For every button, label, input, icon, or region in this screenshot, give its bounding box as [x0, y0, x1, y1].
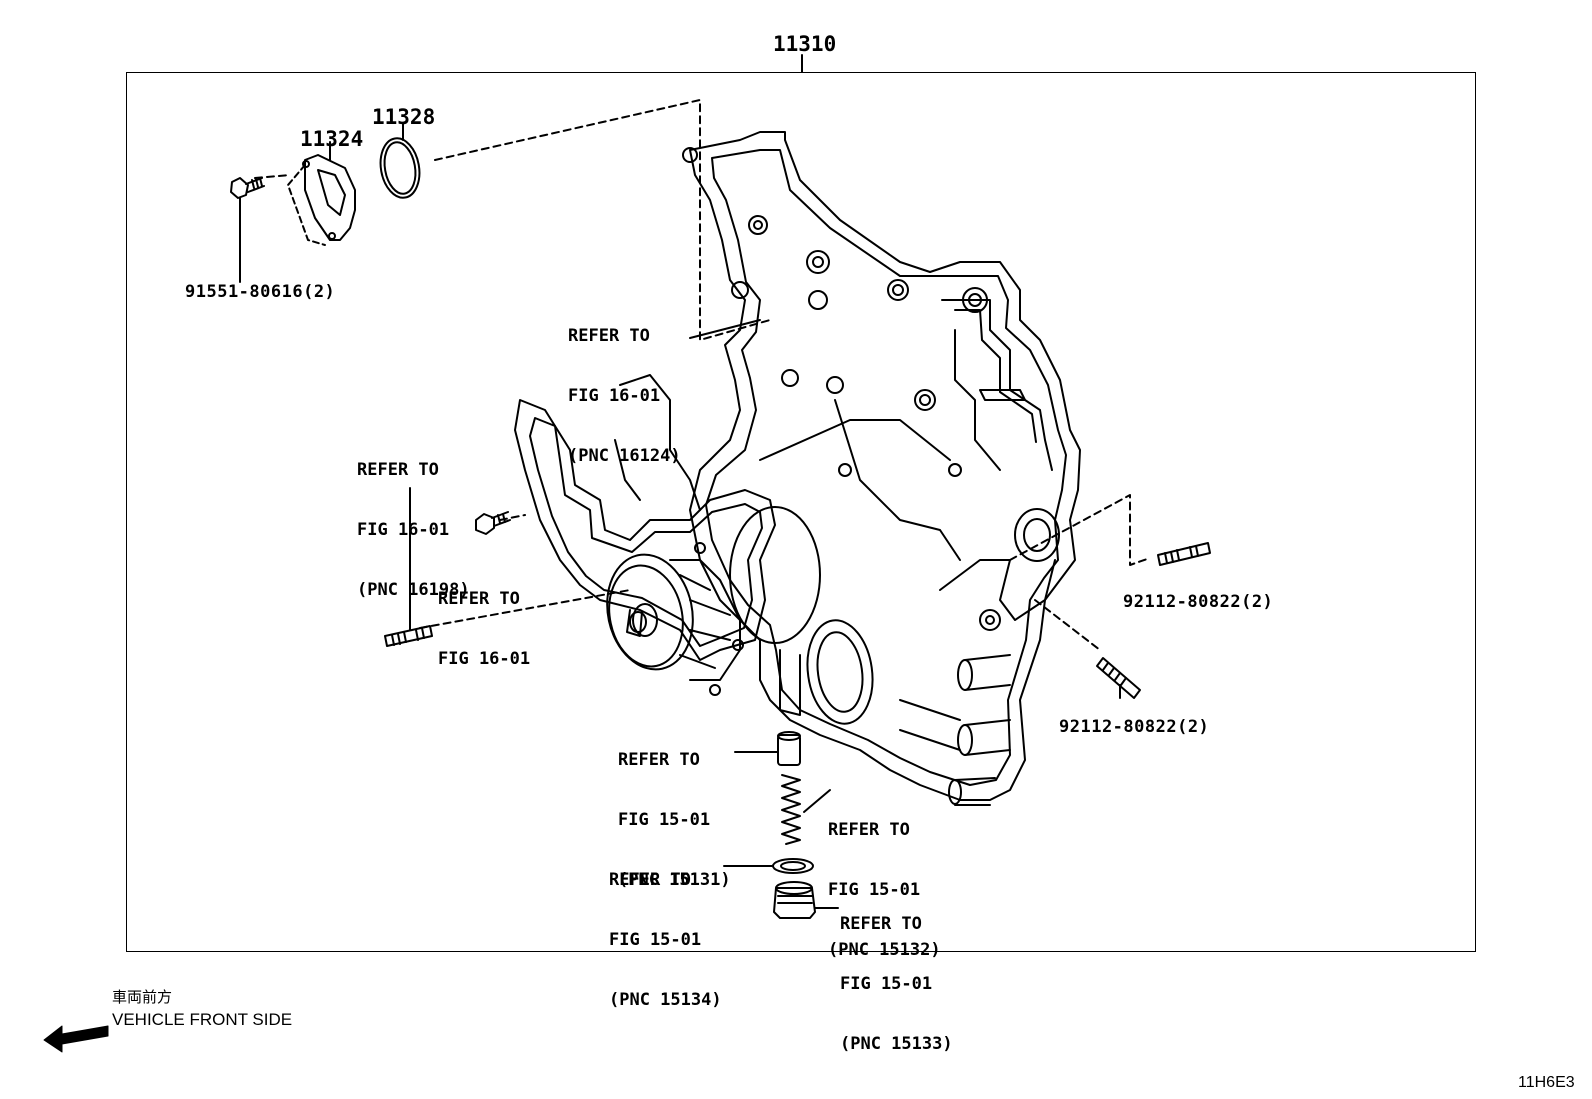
timing-cover: [682, 131, 1081, 806]
callout-line: REFER TO: [618, 750, 700, 770]
callout-pnc-16198: REFER TO FIG 16-01 (PNC 16198): [357, 420, 470, 620]
stud-lower-part-label: 92112-80822(2): [1059, 717, 1210, 737]
callout-line: FIG 16-01: [568, 386, 661, 406]
callout-line: (PNC 16124): [568, 446, 681, 466]
stud-lower: [1096, 657, 1141, 699]
front-direction-arrow-icon: [43, 1025, 109, 1053]
callout-line: FIG 15-01: [609, 930, 702, 950]
callout-line: REFER TO: [840, 914, 922, 934]
callout-line: REFER TO: [357, 460, 439, 480]
small-bolt: [475, 511, 511, 535]
callout-line: REFER TO: [828, 820, 910, 840]
figure-code: 11H6E3: [1518, 1074, 1575, 1091]
direction-label-en: VEHICLE FRONT SIDE: [112, 1010, 293, 1029]
diagram-frame: [126, 72, 1476, 952]
leader-16124: [689, 319, 761, 339]
callout-pnc-15132: REFER TO FIG 15-01 (PNC 15132): [828, 780, 941, 980]
callout-pnc-16124: REFER TO FIG 16-01 (PNC 16124): [568, 286, 681, 486]
callout-line: (PNC 15132): [828, 940, 941, 960]
stud-right-part-label: 92112-80822(2): [1123, 592, 1274, 612]
callout-line: FIG 16-01: [438, 649, 531, 669]
relief-valve-stack: [723, 731, 839, 919]
callout-line: (PNC 15131): [618, 870, 731, 890]
callout-line: FIG 15-01: [828, 880, 921, 900]
part-11324-label: 11324: [300, 127, 364, 151]
callout-line: FIG 16-01: [357, 520, 450, 540]
part-11324-plate: [287, 141, 356, 246]
stud-left: [384, 487, 433, 647]
callout-pnc-15133: REFER TO FIG 15-01 (PNC 15133): [840, 874, 953, 1074]
callout-line: FIG 15-01: [618, 810, 711, 830]
water-pump-gasket: [514, 374, 776, 661]
callout-line: FIG 15-01: [840, 974, 933, 994]
callout-line: (PNC 15133): [840, 1034, 953, 1054]
part-11328-label: 11328: [372, 105, 436, 129]
callout-line: (PNC 16198): [357, 580, 470, 600]
callout-pnc-15134: REFER TO FIG 15-01 (PNC 15134): [609, 830, 722, 1030]
bolt-91551: [230, 177, 265, 283]
water-pump: [606, 506, 821, 696]
part-11328-oring: [379, 123, 421, 199]
callout-line: REFER TO: [568, 326, 650, 346]
assembly-part-number: 11310: [773, 32, 837, 56]
callout-fig-16-01: REFER TO FIG 16-01: [438, 549, 530, 689]
callout-line: (PNC 15134): [609, 990, 722, 1010]
callout-pnc-15131: REFER TO FIG 15-01 (PNC 15131): [618, 710, 731, 910]
stud-right: [1157, 542, 1211, 566]
direction-label-jp: 車両前方: [112, 988, 173, 1006]
bolt-part-label: 91551-80616(2): [185, 282, 336, 302]
callout-line: REFER TO: [609, 870, 691, 890]
callout-line: REFER TO: [438, 589, 520, 609]
